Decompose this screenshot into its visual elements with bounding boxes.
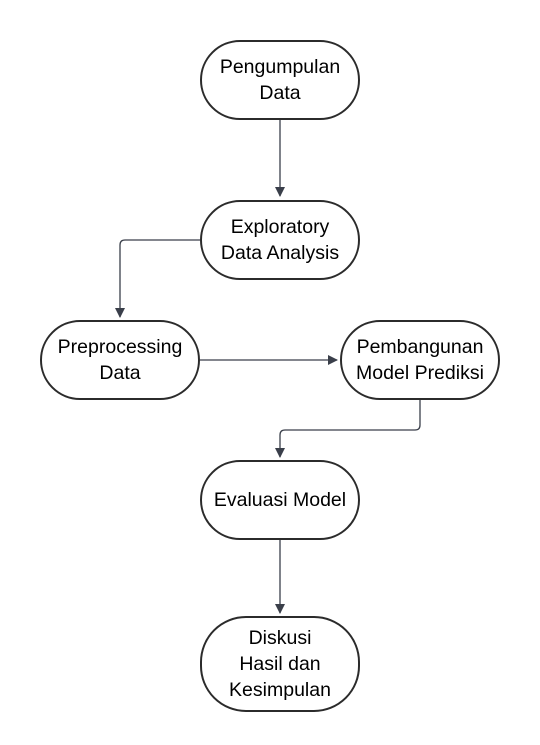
label-line: Preprocessing	[57, 336, 183, 358]
node-evaluasi-model: Evaluasi Model	[200, 460, 360, 540]
node-diskusi-hasil-kesimpulan: Diskusi Hasil dan Kesimpulan	[200, 616, 360, 712]
label-line: Data Analysis	[220, 242, 340, 264]
label-line: Hasil dan	[239, 653, 321, 675]
label-line: Data	[99, 362, 141, 384]
node-label: Diskusi Hasil dan Kesimpulan	[229, 625, 331, 703]
node-label: Pengumpulan Data	[220, 54, 340, 106]
node-pengumpulan-data: Pengumpulan Data	[200, 40, 360, 120]
node-exploratory-data-analysis: Exploratory Data Analysis	[200, 200, 360, 280]
node-preprocessing-data: Preprocessing Data	[40, 320, 200, 400]
label-line: Model Prediksi	[356, 362, 484, 384]
node-label: Evaluasi Model	[214, 487, 346, 513]
label-line: Kesimpulan	[229, 679, 331, 701]
edge-pembangunan-to-evaluasi	[275, 400, 421, 458]
label-line: Diskusi	[248, 627, 312, 649]
node-label: Pembangunan Model Prediksi	[356, 334, 484, 386]
label-line: Pembangunan	[356, 336, 484, 358]
edge-eda-to-preprocessing	[115, 239, 200, 318]
node-label: Exploratory Data Analysis	[221, 214, 339, 266]
label-line: Pengumpulan	[219, 56, 341, 78]
label-line: Exploratory	[230, 216, 330, 238]
label-line: Evaluasi Model	[213, 489, 347, 511]
node-label: Preprocessing Data	[58, 334, 183, 386]
node-pembangunan-model-prediksi: Pembangunan Model Prediksi	[340, 320, 500, 400]
label-line: Data	[259, 82, 301, 104]
